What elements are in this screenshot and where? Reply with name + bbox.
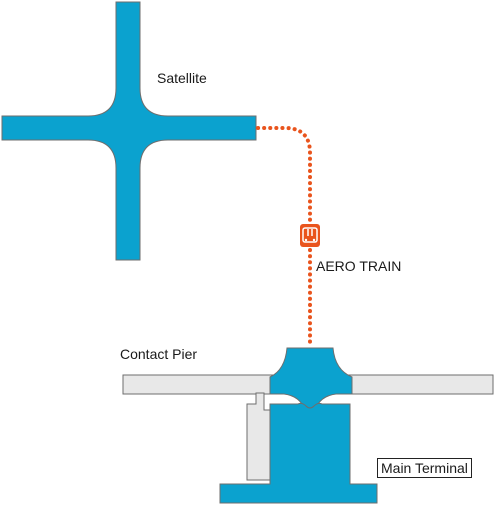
- main-terminal-label: Main Terminal: [377, 458, 472, 478]
- satellite-building[interactable]: [1, 1, 257, 261]
- aero-train-route: [256, 126, 312, 226]
- aero-train-label: AERO TRAIN: [316, 258, 402, 274]
- main-terminal-building[interactable]: [219, 402, 378, 504]
- contact-pier-label: Contact Pier: [120, 346, 198, 362]
- contact-pier-east-arm[interactable]: [344, 374, 494, 395]
- satellite-label: Satellite: [157, 70, 207, 86]
- train-icon[interactable]: [300, 224, 320, 247]
- contact-pier-hub[interactable]: [269, 347, 353, 411]
- contact-pier-west-arm[interactable]: [122, 374, 274, 395]
